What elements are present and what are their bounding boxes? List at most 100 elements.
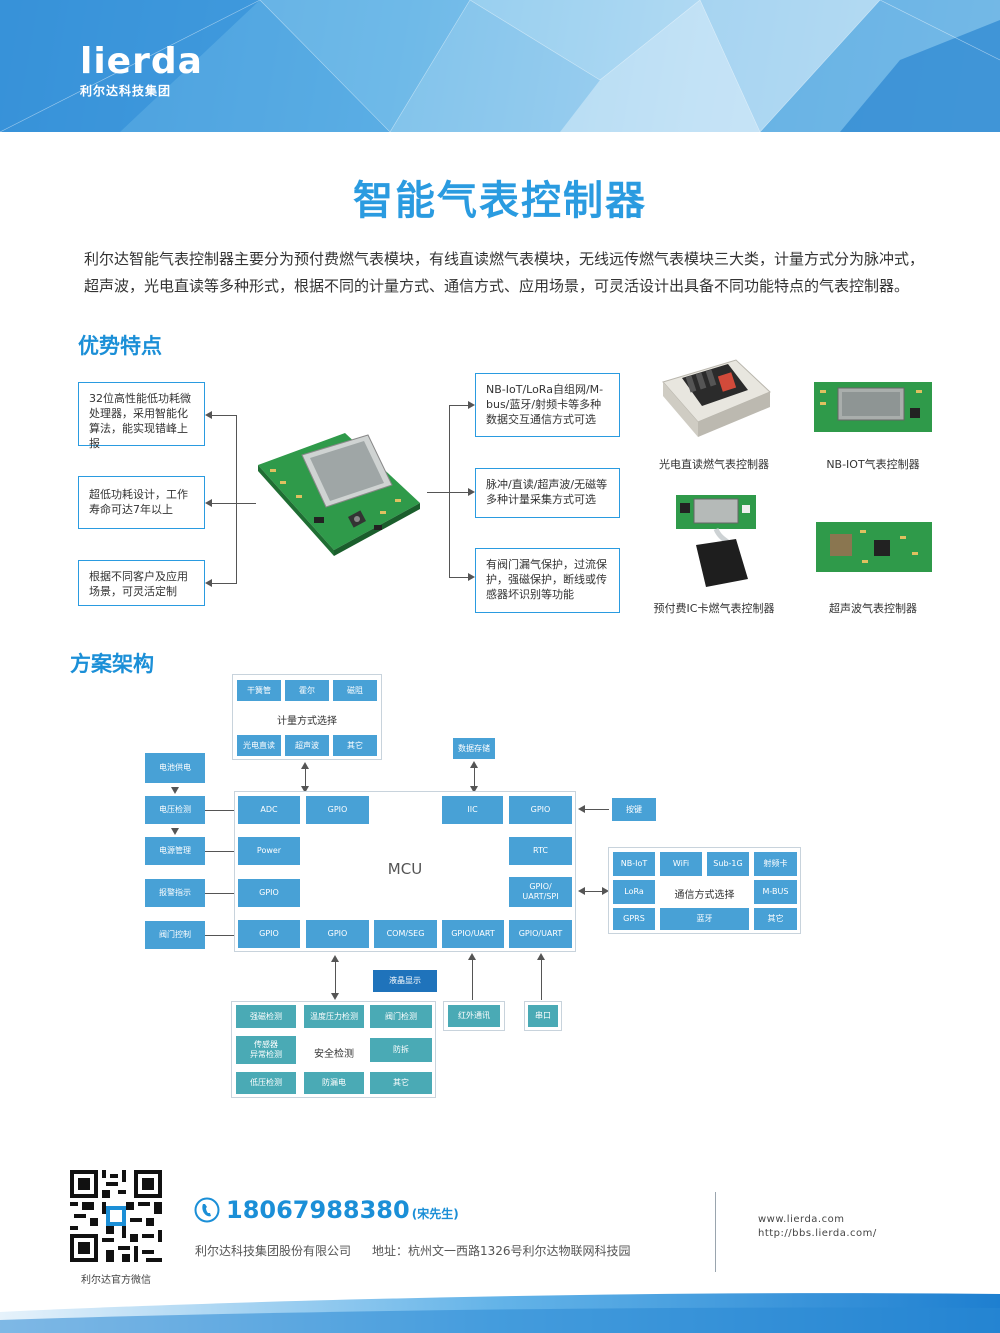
footer-wave <box>0 1293 1000 1333</box>
product-image-optical <box>662 359 771 437</box>
connector-line <box>335 960 336 994</box>
comm-tile: 蓝牙 <box>660 908 749 930</box>
page-title: 智能气表控制器 <box>353 178 647 224</box>
website-link[interactable]: www.lierda.com <box>758 1214 845 1225</box>
mcu-pin-iic: IIC <box>442 796 503 824</box>
comm-label: 通信方式选择 <box>674 890 735 901</box>
mcu-pin-gpio: GPIO <box>306 796 369 824</box>
connector-line <box>305 767 306 787</box>
safety-tile: 防拆 <box>370 1038 432 1062</box>
power-chain-tile: 报警指示 <box>145 879 205 907</box>
comm-tile: 其它 <box>754 908 797 930</box>
polygon-pattern <box>0 0 1000 132</box>
lcd-tile: 液晶显示 <box>373 970 437 992</box>
comm-tile: M-BUS <box>754 880 797 904</box>
arrow-right-icon <box>468 573 475 581</box>
logo-subtitle: 利尔达科技集团 <box>80 84 172 98</box>
safety-label: 安全检测 <box>314 1049 354 1060</box>
safety-tile: 低压检测 <box>236 1072 296 1094</box>
product-label-ultrasonic: 超声波气表控制器 <box>829 602 917 615</box>
mcu-pin-gpio: GPIO <box>509 796 572 824</box>
mcu-pin-com-seg: COM/SEG <box>374 920 437 948</box>
phone-number[interactable]: 18067988380 <box>226 1196 410 1224</box>
connector-line <box>472 958 473 1000</box>
comm-tile: LoRa <box>613 880 655 904</box>
product-image-nbiot <box>814 382 932 432</box>
connector-line <box>205 893 235 894</box>
metering-tile: 干簧管 <box>237 680 281 701</box>
arrow-down-icon <box>470 786 478 793</box>
arrow-right-icon <box>468 401 475 409</box>
feature-left-2: 超低功耗设计，工作寿命可达7年以上 <box>78 476 205 529</box>
connector-line <box>474 766 475 787</box>
connector-line <box>449 405 469 406</box>
feature-right-2: 脉冲/直读/超声波/无磁等多种计量采集方式可选 <box>475 468 620 518</box>
mcu-pin-gpio: GPIO <box>238 879 300 907</box>
mcu-pin-power: Power <box>238 837 300 865</box>
metering-tile: 光电直读 <box>237 735 281 756</box>
arrow-left-icon <box>578 805 585 813</box>
connector-line <box>205 810 235 811</box>
connector-line <box>205 851 235 852</box>
connector-line <box>449 405 450 577</box>
arrow-left-icon <box>205 411 212 419</box>
product-label-optical: 光电直读燃气表控制器 <box>659 458 769 471</box>
comm-tile: 射频卡 <box>754 852 797 876</box>
phone-contact: 18067988380 (宋先生) <box>194 1196 459 1224</box>
comm-tile: WiFi <box>660 852 702 876</box>
comm-tile: Sub-1G <box>707 852 749 876</box>
mcu-pin-gpio-uart: GPIO/UART <box>509 920 572 948</box>
intro-paragraph: 利尔达智能气表控制器主要分为预付费燃气表模块，有线直读燃气表模块，无线远传燃气表… <box>84 250 925 295</box>
product-label-ic-card: 预付费IC卡燃气表控制器 <box>653 602 775 615</box>
metering-label: 计量方式选择 <box>277 716 337 727</box>
connector-line <box>427 492 449 493</box>
metering-tile: 霍尔 <box>285 680 329 701</box>
arrow-right-icon <box>468 488 475 496</box>
metering-tile: 其它 <box>333 735 377 756</box>
feature-left-3: 根据不同客户及应用场景，可灵活定制 <box>78 560 205 606</box>
architecture-heading: 方案架构 <box>70 652 154 676</box>
connector-line <box>205 935 235 936</box>
mcu-pin-adc: ADC <box>238 796 300 824</box>
arrow-up-icon <box>331 955 339 962</box>
infrared-tile: 红外通讯 <box>448 1005 500 1027</box>
contact-name: (宋先生) <box>411 1206 459 1221</box>
mcu-pin-gpio: GPIO <box>306 920 369 948</box>
connector-line <box>449 577 469 578</box>
safety-tile: 阀门检测 <box>370 1005 432 1028</box>
arrow-placeholder-icon <box>171 869 179 876</box>
power-chain-tile: 阀门控制 <box>145 921 205 949</box>
connector-line <box>449 492 469 493</box>
feature-right-3: 有阀门漏气保护，过流保护，强磁保护，断线或传感器坏识别等功能 <box>475 548 620 613</box>
connector-line <box>541 958 542 1000</box>
wechat-qr-code <box>70 1170 162 1262</box>
arrow-down-icon <box>331 993 339 1000</box>
arrow-down-icon <box>171 787 179 794</box>
arrow-up-icon <box>301 762 309 769</box>
pcb-board-image <box>258 433 420 556</box>
comm-tile: NB-IoT <box>613 852 655 876</box>
connector-line <box>583 809 609 810</box>
feature-right-1: NB-IoT/LoRa自组网/M-bus/蓝牙/射频卡等多种数据交互通信方式可选 <box>475 373 620 437</box>
comm-tile: GPRS <box>613 908 655 930</box>
product-image-ultrasonic <box>816 522 932 572</box>
connector-line <box>236 415 237 583</box>
forum-link[interactable]: http://bbs.lierda.com/ <box>758 1228 877 1239</box>
arrow-down-icon <box>301 786 309 793</box>
metering-tile: 超声波 <box>285 735 329 756</box>
arrow-left-icon <box>205 499 212 507</box>
safety-tile: 防漏电 <box>304 1072 364 1094</box>
phone-icon <box>194 1197 220 1223</box>
metering-tile: 磁阻 <box>333 680 377 701</box>
safety-tile: 强磁检测 <box>236 1005 296 1028</box>
mcu-pin-rtc: RTC <box>509 837 572 865</box>
logo-word: lierda <box>80 41 203 82</box>
serial-tile: 串口 <box>528 1005 558 1027</box>
mcu-pin-gpio-uart-spi: GPIO/ UART/SPI <box>509 877 572 907</box>
arrow-right-icon <box>602 887 609 895</box>
connector-line <box>210 583 237 584</box>
connector-line <box>210 503 256 504</box>
safety-tile: 温度压力检测 <box>304 1005 364 1028</box>
feature-left-1: 32位高性能低功耗微处理器，采用智能化算法，能实现错峰上报 <box>78 382 205 450</box>
safety-tile: 传感器 异常检测 <box>236 1036 296 1064</box>
